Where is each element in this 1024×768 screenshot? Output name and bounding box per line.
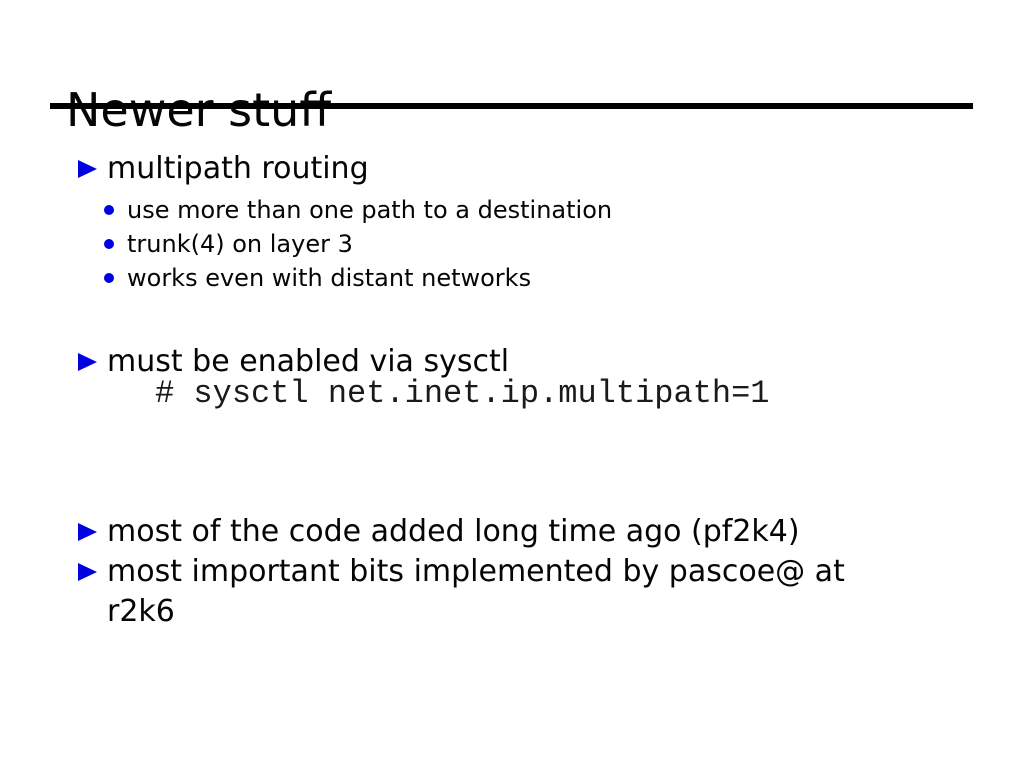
triangle-bullet-icon xyxy=(78,353,97,371)
bullet-item-continuation: r2k6 xyxy=(78,592,845,632)
triangle-bullet-icon xyxy=(78,563,97,581)
list-item-label: works even with distant networks xyxy=(127,264,532,292)
triangle-bullet-icon xyxy=(78,160,97,178)
bullet-item-sysctl: must be enabled via sysctl xyxy=(78,344,509,380)
page-title: Newer stuff xyxy=(66,82,332,137)
bullet-item-label: must be enabled via sysctl xyxy=(107,344,510,379)
list-item: use more than one path to a destination xyxy=(104,193,612,227)
title-underline xyxy=(50,103,973,109)
bullet-item-label: most of the code added long time ago (pf… xyxy=(107,514,800,549)
dot-bullet-icon xyxy=(104,205,114,215)
list-item: works even with distant networks xyxy=(104,261,612,295)
bullet-item-label: multipath routing xyxy=(107,151,369,186)
list-item: trunk(4) on layer 3 xyxy=(104,227,612,261)
bullet-item-label: r2k6 xyxy=(107,594,175,629)
list-item-label: use more than one path to a destination xyxy=(127,196,613,224)
history-list: most of the code added long time ago (pf… xyxy=(78,512,845,632)
bullet-item-multipath-routing: multipath routing xyxy=(78,151,369,187)
bullet-item-label: most important bits implemented by pasco… xyxy=(107,554,845,589)
dot-bullet-icon xyxy=(104,273,114,283)
code-line: # sysctl net.inet.ip.multipath=1 xyxy=(155,375,770,412)
bullet-item-pf2k4: most of the code added long time ago (pf… xyxy=(78,512,845,552)
multipath-sub-list: use more than one path to a destination … xyxy=(104,193,612,295)
list-item-label: trunk(4) on layer 3 xyxy=(127,230,353,258)
triangle-bullet-icon xyxy=(78,523,97,541)
bullet-item-pascoe: most important bits implemented by pasco… xyxy=(78,552,845,592)
dot-bullet-icon xyxy=(104,239,114,249)
